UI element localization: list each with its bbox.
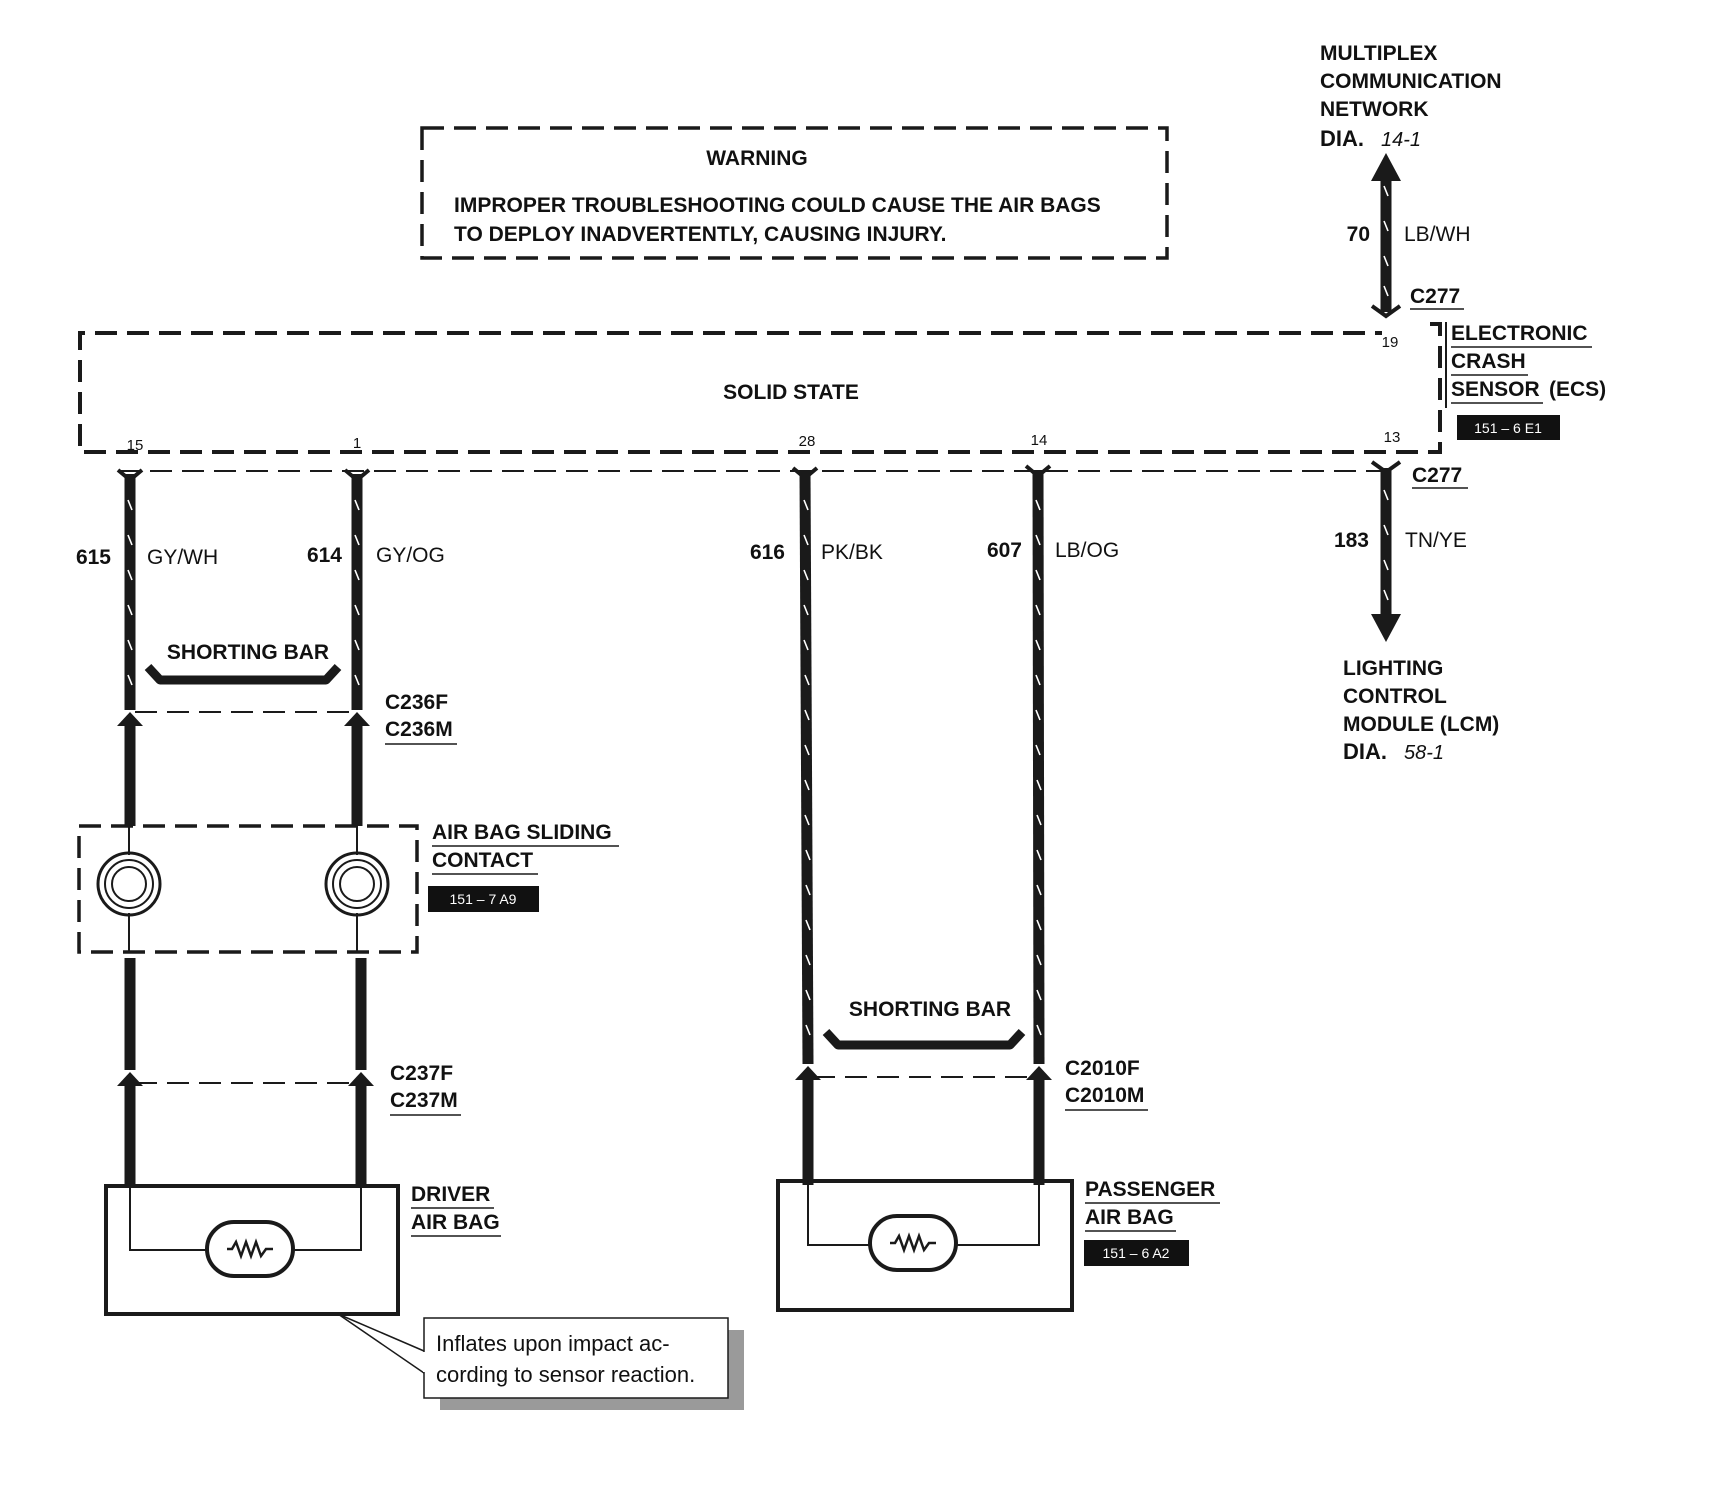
connector-c277-bottom: C277 [1412, 464, 1462, 487]
connector-c2010f: C2010F [1065, 1057, 1140, 1080]
ecs-module: SOLID STATE 15 1 28 14 19 13 ELECTRONIC … [78, 322, 1606, 454]
circuit-607-color: LB/OG [1055, 539, 1119, 562]
clock-spring-left-icon [96, 826, 162, 952]
sliding-contact-line1: AIR BAG SLIDING [432, 821, 612, 844]
multiplex-dia-ref: 14-1 [1381, 129, 1421, 151]
circuit-616-color: PK/BK [821, 541, 883, 564]
connector-c237m: C237M [390, 1089, 458, 1112]
pin-19: 19 [1382, 334, 1399, 351]
circuit-615-color: GY/WH [147, 546, 218, 569]
lcm-line3: MODULE (LCM) [1343, 713, 1499, 736]
solid-state-label: SOLID STATE [723, 381, 859, 404]
connector-c236f: C236F [385, 691, 448, 714]
passenger-air-bag [776, 1179, 1074, 1312]
sliding-contact-ref-badge-text: 151 – 7 A9 [450, 891, 517, 907]
pin-14: 14 [1031, 432, 1048, 449]
connector-c277-top: C277 [1410, 285, 1460, 308]
driver-airbag-line2: AIR BAG [411, 1211, 500, 1234]
wire-70 [1370, 153, 1402, 319]
shorting-bar-driver: SHORTING BAR [135, 641, 353, 713]
ecs-name-line3: SENSOR [1451, 378, 1540, 401]
circuit-616-number: 616 [750, 541, 785, 564]
inflation-callout: Inflates upon impact ac- cording to sens… [337, 1313, 744, 1410]
pin-15: 15 [127, 437, 144, 454]
driver-airbag-line1: DRIVER [411, 1183, 490, 1206]
air-bag-sliding-contact [77, 824, 419, 954]
sliding-contact-ref-badge: 151 – 7 A9 [428, 886, 539, 912]
shorting-bar-passenger-label: SHORTING BAR [849, 998, 1011, 1021]
ecs-name-line2: CRASH [1451, 350, 1526, 373]
callout-line2: cording to sensor reaction. [436, 1362, 695, 1387]
wire-614 [343, 468, 374, 1188]
lcm-dia-prefix: DIA. [1343, 739, 1387, 764]
callout-line1: Inflates upon impact ac- [436, 1331, 670, 1356]
wire-607 [1024, 464, 1052, 1185]
sliding-contact-line2: CONTACT [432, 849, 533, 872]
circuit-614-color: GY/OG [376, 544, 445, 567]
shorting-bar-passenger: SHORTING BAR [813, 998, 1035, 1078]
wire-183 [1370, 460, 1402, 642]
circuit-614-number: 614 [307, 544, 342, 567]
circuit-70-color: LB/WH [1404, 223, 1471, 246]
connector-c2010m: C2010M [1065, 1084, 1144, 1107]
multiplex-line2: COMMUNICATION [1320, 70, 1502, 93]
circuit-183-color: TN/YE [1405, 529, 1467, 552]
shorting-bar-driver-label: SHORTING BAR [167, 641, 329, 664]
warning-line1: IMPROPER TROUBLESHOOTING COULD CAUSE THE… [454, 194, 1101, 217]
wire-616 [791, 466, 821, 1185]
circuit-183-number: 183 [1334, 529, 1369, 552]
ecs-ref-badge: 151 – 6 E1 [1457, 415, 1560, 440]
squib-resistor-icon [205, 1220, 295, 1278]
squib-resistor-icon [868, 1214, 958, 1272]
pin-13: 13 [1384, 429, 1401, 446]
lcm-dia-ref: 58-1 [1404, 742, 1444, 764]
warning-line2: TO DEPLOY INADVERTENTLY, CAUSING INJURY. [454, 223, 946, 246]
passenger-airbag-line2: AIR BAG [1085, 1206, 1174, 1229]
ecs-ref-badge-text: 151 – 6 E1 [1474, 420, 1542, 436]
circuit-615-number: 615 [76, 546, 111, 569]
lcm-label: LIGHTING CONTROL MODULE (LCM) DIA. 58-1 [1343, 657, 1499, 764]
multiplex-dia-prefix: DIA. [1320, 126, 1364, 151]
driver-air-bag [104, 1184, 400, 1316]
circuit-70-number: 70 [1347, 223, 1370, 246]
warning-box: WARNING IMPROPER TROUBLESHOOTING COULD C… [420, 126, 1169, 260]
clock-spring-right-icon [324, 826, 390, 952]
lcm-line2: CONTROL [1343, 685, 1447, 708]
ecs-name-line1: ELECTRONIC [1451, 322, 1588, 345]
pin-1: 1 [353, 435, 361, 452]
multiplex-line3: NETWORK [1320, 98, 1429, 121]
passenger-airbag-line1: PASSENGER [1085, 1178, 1215, 1201]
passenger-ref-badge: 151 – 6 A2 [1084, 1240, 1189, 1266]
multiplex-line1: MULTIPLEX [1320, 42, 1437, 65]
connector-c236m: C236M [385, 718, 453, 741]
ecs-name-suffix: (ECS) [1549, 378, 1606, 401]
warning-title: WARNING [706, 147, 808, 170]
passenger-ref-badge-text: 151 – 6 A2 [1103, 1245, 1170, 1261]
connector-c237f: C237F [390, 1062, 453, 1085]
lcm-line1: LIGHTING [1343, 657, 1443, 680]
circuit-607-number: 607 [987, 539, 1022, 562]
pin-28: 28 [799, 433, 816, 450]
wire-615 [116, 468, 144, 1188]
multiplex-network-label: MULTIPLEX COMMUNICATION NETWORK DIA. 14-… [1320, 42, 1502, 151]
